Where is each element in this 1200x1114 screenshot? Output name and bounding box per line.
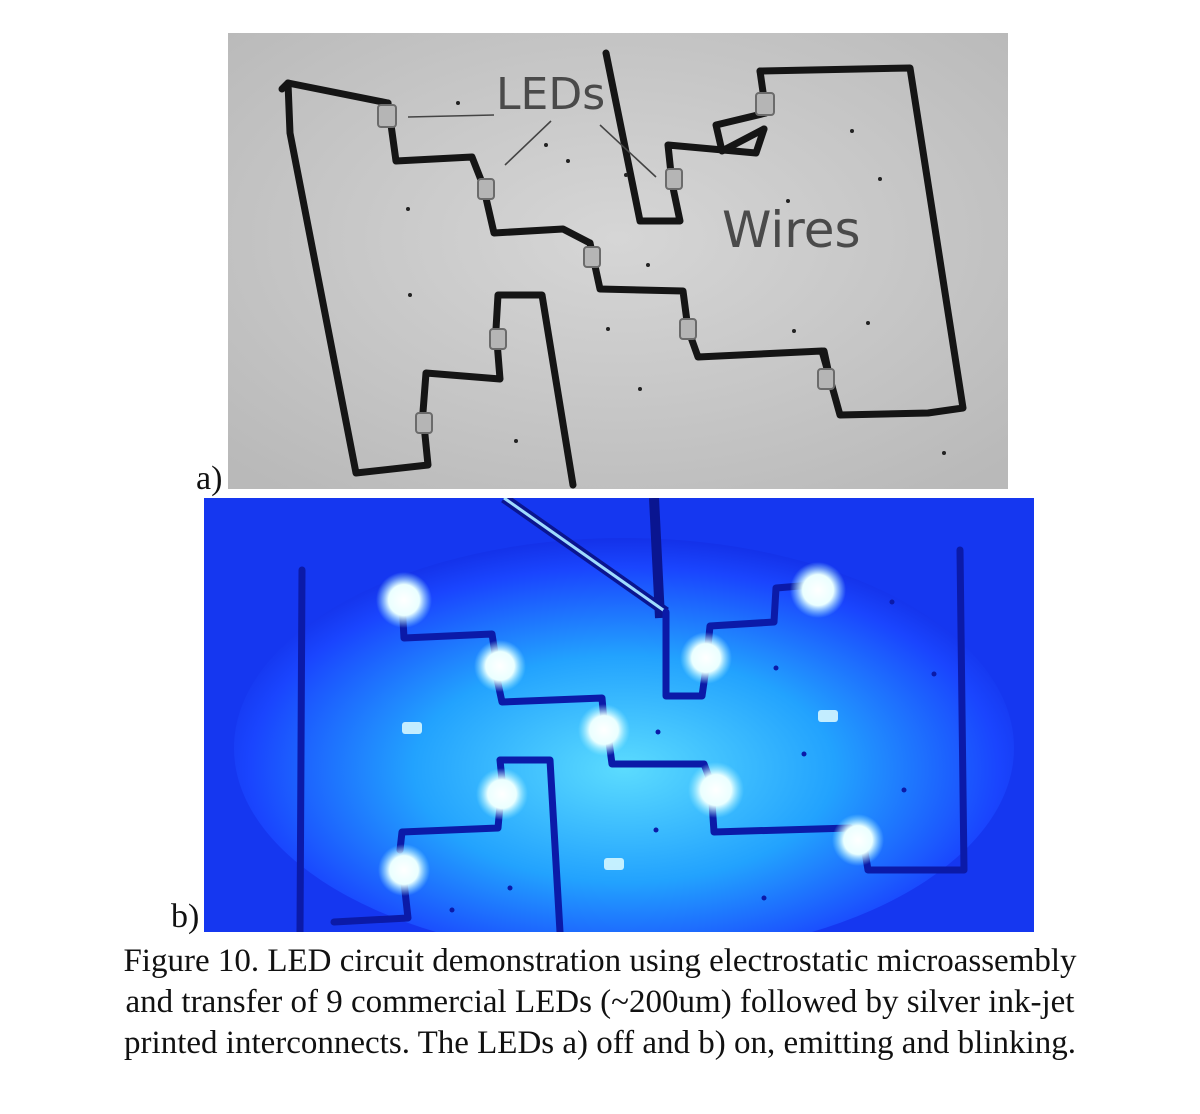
ink-dots xyxy=(406,101,946,455)
photo-panel-a: LEDs Wires xyxy=(228,33,1008,489)
circuit-photo-off: LEDs Wires xyxy=(228,33,1008,489)
led-chips-on xyxy=(376,562,884,896)
annotation-lines xyxy=(407,114,657,178)
panel-a-label: a) xyxy=(196,460,223,497)
ink-dots xyxy=(449,599,937,913)
figure-caption: Figure 10. LED circuit demonstration usi… xyxy=(20,941,1180,1064)
wires-annotation: Wires xyxy=(722,201,861,259)
leds-annotation: LEDs xyxy=(496,69,605,120)
caption-line-1: Figure 10. LED circuit demonstration usi… xyxy=(123,943,1077,979)
led-pads xyxy=(402,710,838,870)
caption-line-3: printed interconnects. The LEDs a) off a… xyxy=(124,1025,1076,1061)
led-chips-off xyxy=(377,92,835,434)
panel-b-label: b) xyxy=(171,898,200,935)
photo-panel-b xyxy=(204,498,1034,932)
circuit-photo-on xyxy=(204,498,1034,932)
caption-line-2: and transfer of 9 commercial LEDs (~200u… xyxy=(125,984,1075,1020)
